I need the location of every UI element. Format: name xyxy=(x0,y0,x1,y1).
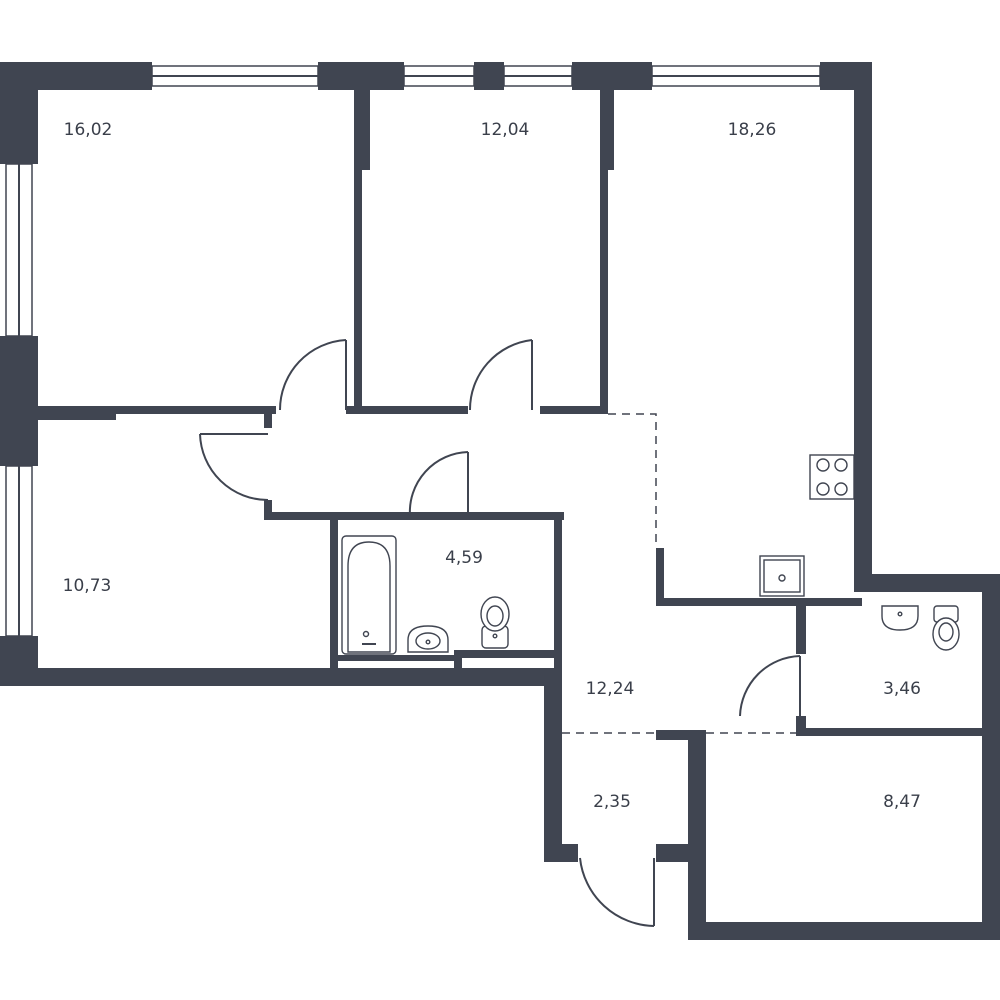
doors xyxy=(199,339,801,927)
kitchen-sink-icon xyxy=(759,555,805,597)
room-area-label: 4,59 xyxy=(445,548,483,568)
room-labels: 16,02 12,04 18,26 10,73 4,59 12,24 3,46 … xyxy=(63,120,921,812)
room-area-label: 12,04 xyxy=(481,120,530,140)
zone-lines xyxy=(562,413,796,734)
toilet-room-sink-icon xyxy=(881,605,919,631)
stove-icon xyxy=(809,454,855,500)
exterior-walls xyxy=(0,62,1000,940)
bathtub-icon xyxy=(341,535,397,655)
room-area-label: 2,35 xyxy=(593,792,631,812)
room-area-label: 12,24 xyxy=(586,679,635,699)
room-area-label: 3,46 xyxy=(883,679,921,699)
toilet-room-toilet-icon xyxy=(932,605,960,651)
room-area-label: 16,02 xyxy=(64,120,113,140)
windows xyxy=(5,65,821,637)
toilet-icon xyxy=(480,596,510,649)
sink-icon xyxy=(407,625,449,653)
room-area-label: 10,73 xyxy=(63,576,112,596)
room-area-label: 18,26 xyxy=(728,120,777,140)
room-area-label: 8,47 xyxy=(883,792,921,812)
interior-walls xyxy=(38,90,986,740)
